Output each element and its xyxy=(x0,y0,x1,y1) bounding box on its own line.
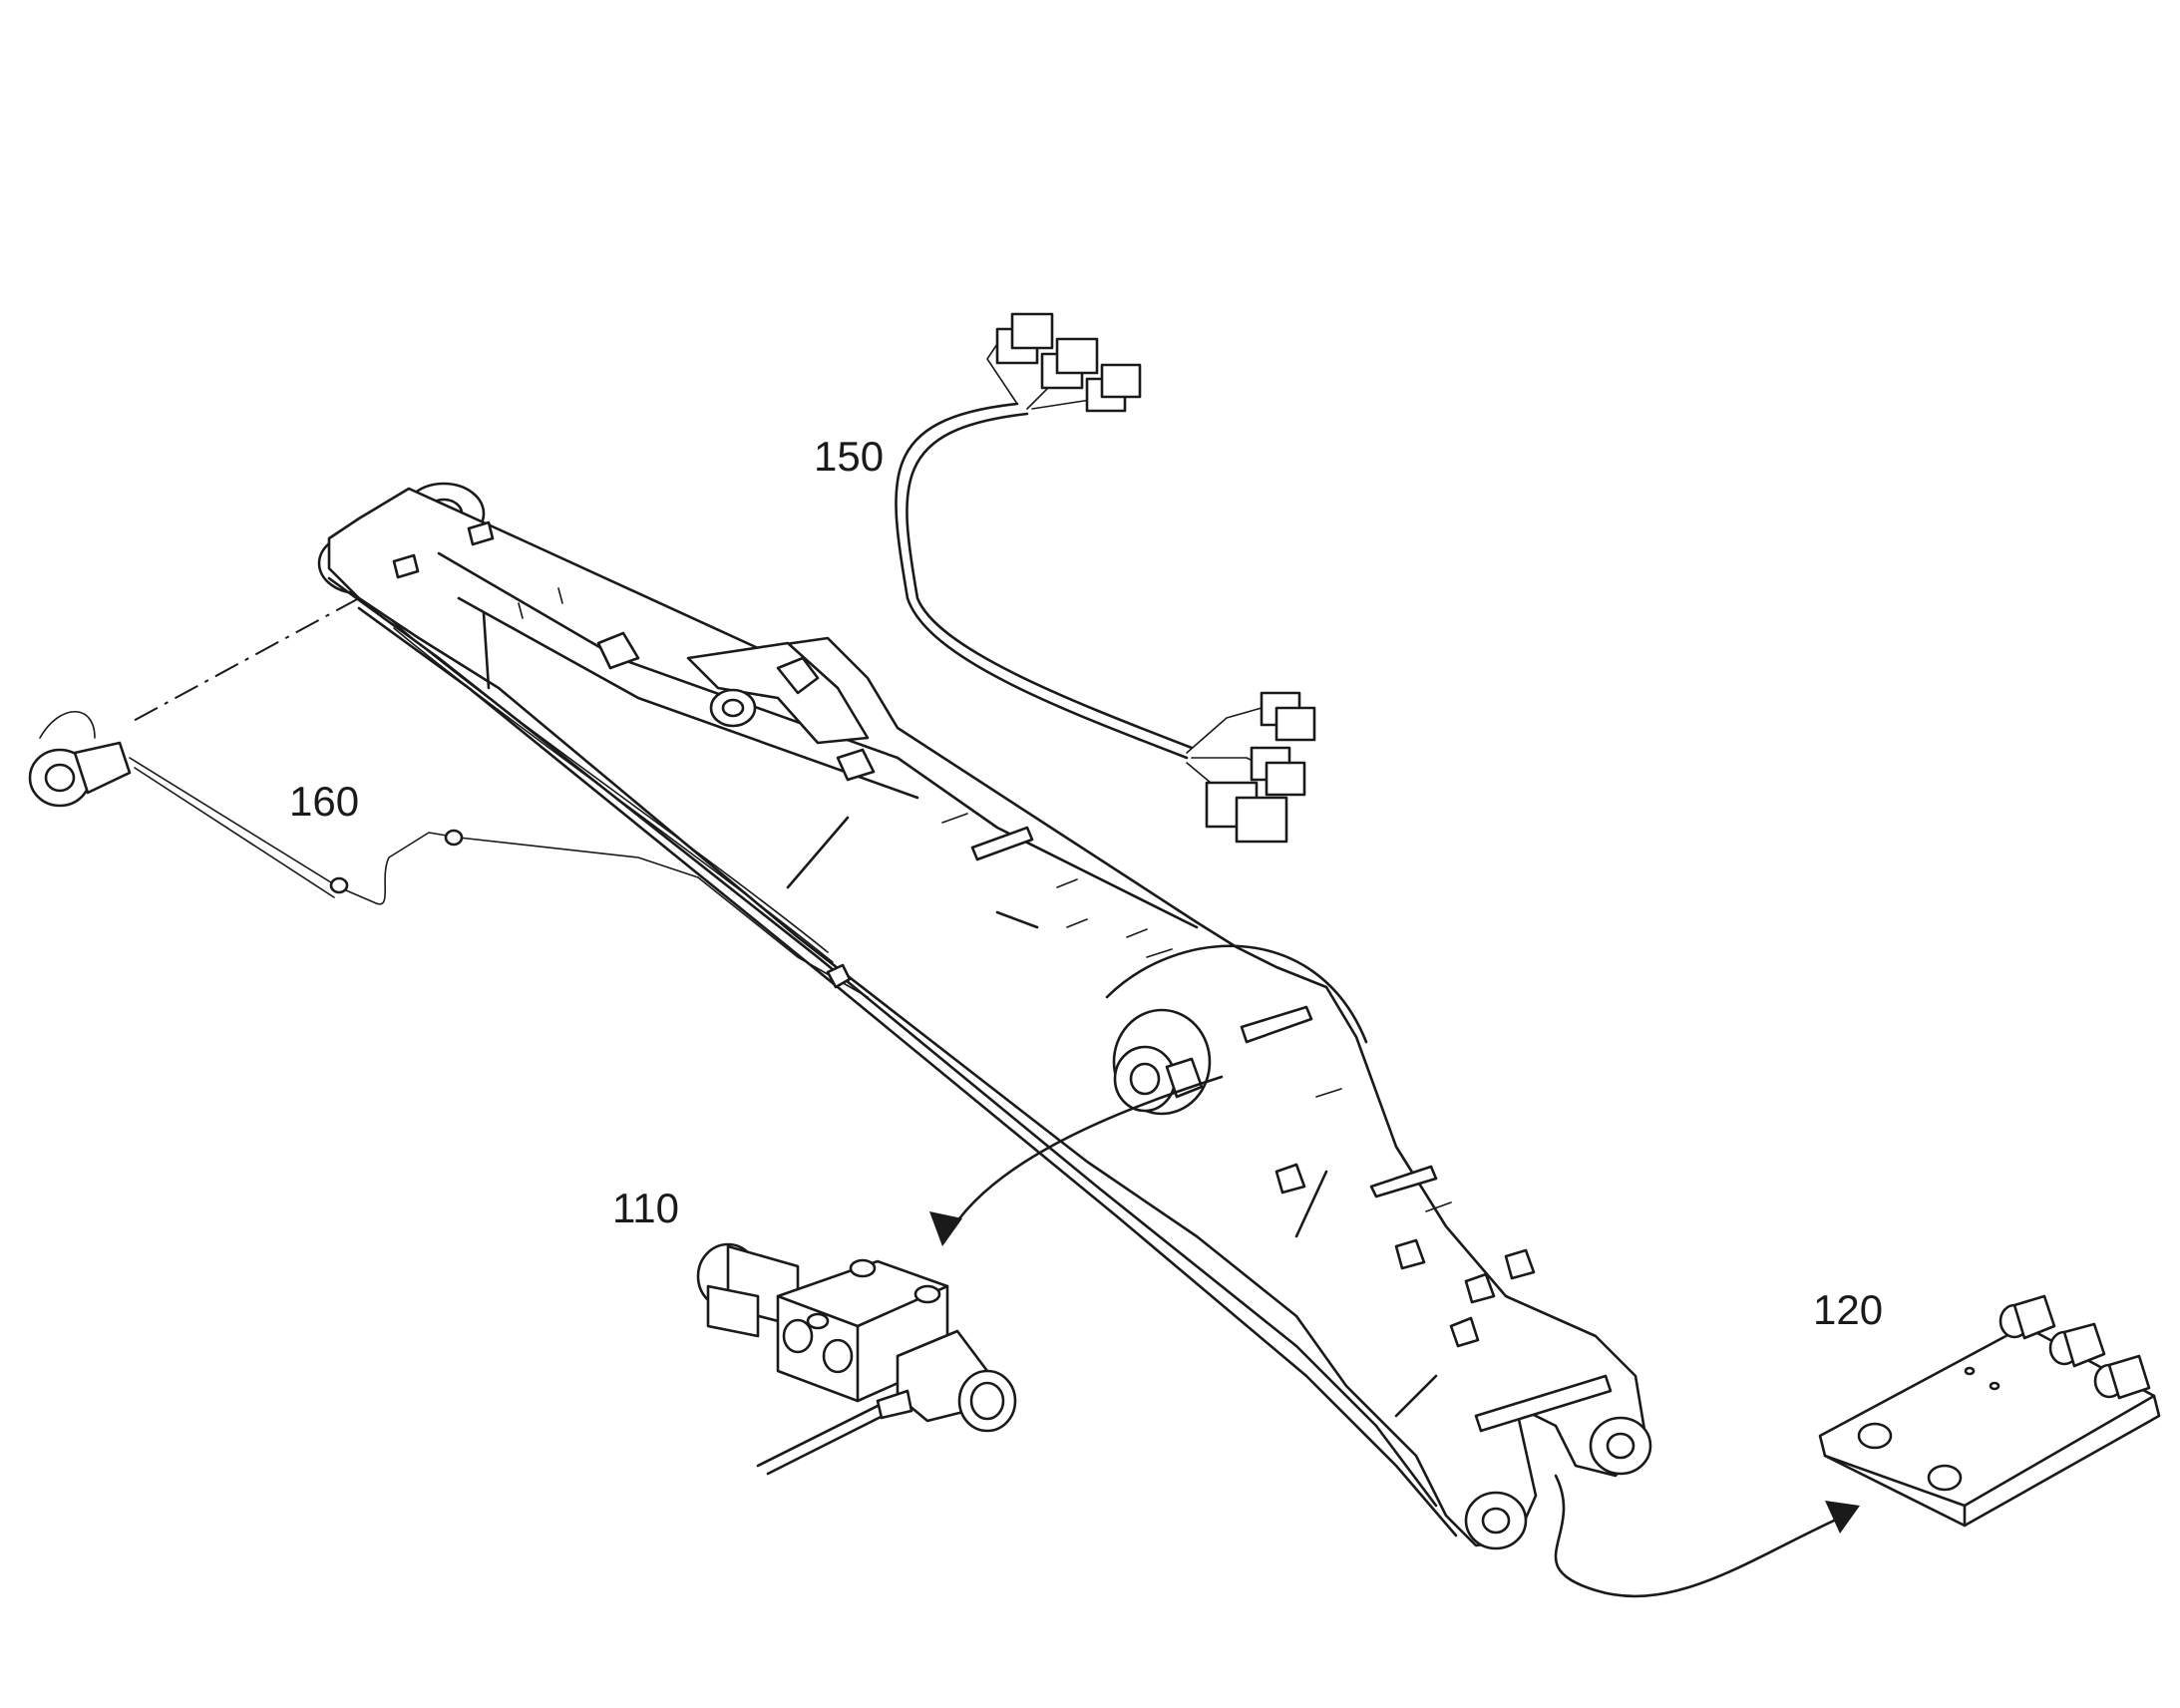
label-110: 110 xyxy=(612,1185,679,1231)
solenoid-valve-110 xyxy=(696,1075,1224,1476)
label-160: 160 xyxy=(289,778,359,825)
sensor-cable-160 xyxy=(28,597,869,998)
wire-harness-150 xyxy=(895,312,1316,844)
label-150: 150 xyxy=(814,433,884,480)
manifold-plate-120 xyxy=(1554,1294,2161,1598)
label-120: 120 xyxy=(1813,1286,1883,1333)
boom-arm xyxy=(317,482,1652,1550)
